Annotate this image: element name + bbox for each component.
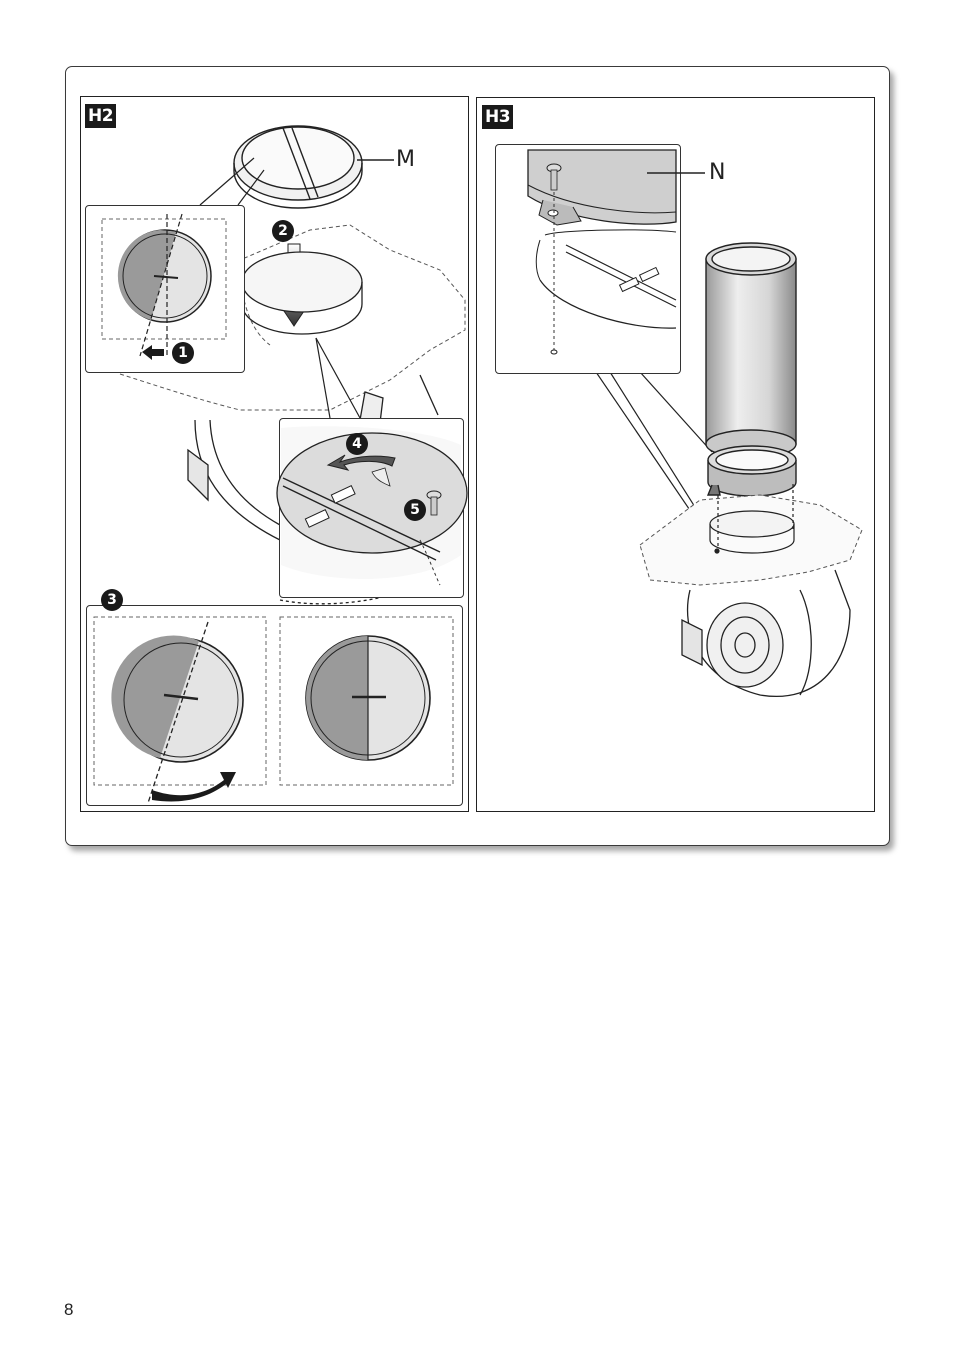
step-badge-1: 1 xyxy=(172,342,194,364)
detail-h3-ring-fixing xyxy=(528,150,676,354)
panel-tag-h3: H3 xyxy=(482,105,513,129)
page-number: 8 xyxy=(64,1300,73,1320)
part-label-m: M xyxy=(396,147,415,172)
step-badge-4: 4 xyxy=(346,433,368,455)
detail-1-cover-top-view xyxy=(102,214,226,360)
step-badge-5: 5 xyxy=(404,499,426,521)
panel-tag-h2: H2 xyxy=(85,104,116,128)
detail-2-cover-installed xyxy=(277,426,467,585)
detail-3-rotation-views xyxy=(94,617,453,803)
step-badge-3: 3 xyxy=(101,589,123,611)
arrow-left-icon xyxy=(142,345,164,360)
rotate-arrow-icon xyxy=(152,772,236,801)
part-label-n: N xyxy=(709,160,725,185)
step-badge-2: 2 xyxy=(272,220,294,242)
